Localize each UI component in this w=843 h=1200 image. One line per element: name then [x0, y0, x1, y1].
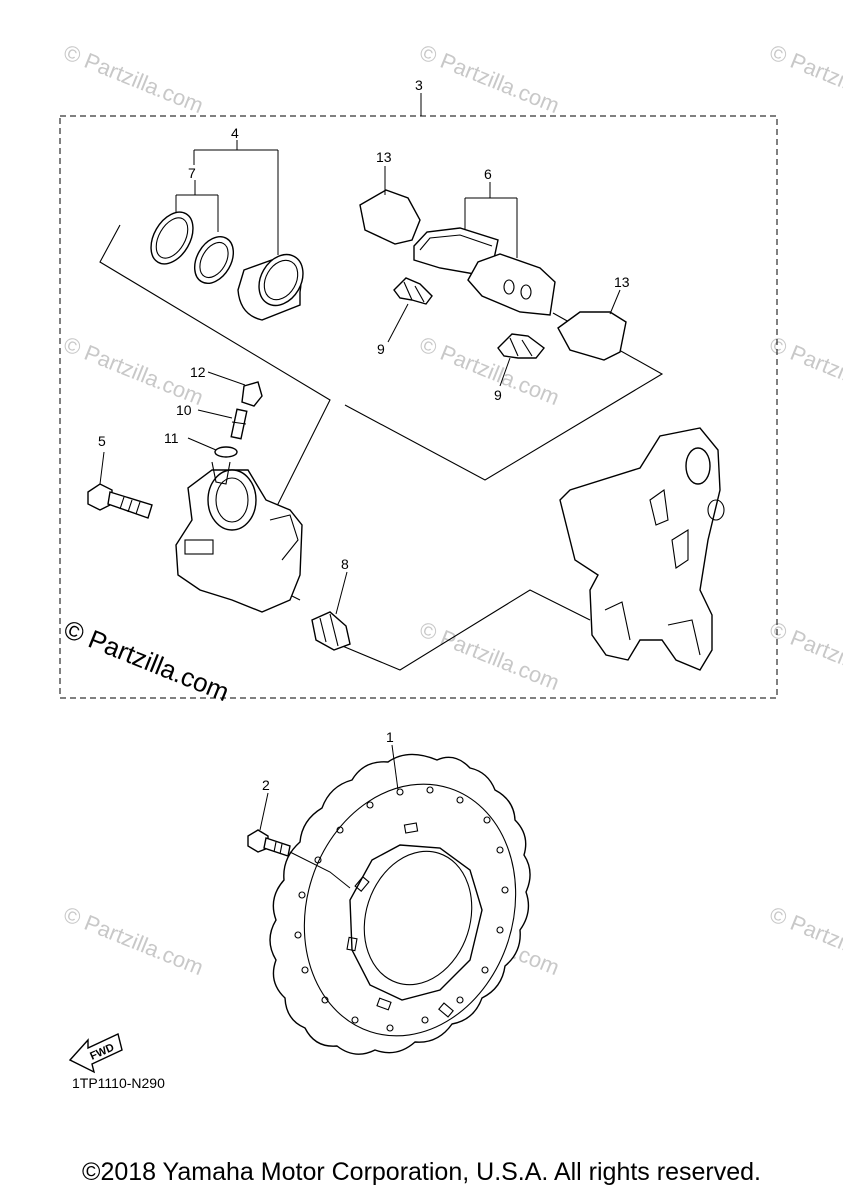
- callout-6: 5: [98, 433, 106, 449]
- brake-disc: [269, 753, 531, 1055]
- watermark: © Partzilla.com: [766, 901, 843, 980]
- callout-13-upper: 13: [376, 149, 392, 165]
- caliper-bracket: [559, 427, 725, 671]
- bracket-8: [464, 182, 518, 258]
- watermark: © Partzilla.com: [766, 39, 843, 118]
- caliper-bolt: [87, 483, 153, 519]
- watermark: © Partzilla.com: [766, 616, 843, 695]
- pad-shim-lower: [557, 311, 627, 361]
- watermark: © Partzilla.com: [766, 331, 843, 410]
- callout-11: 12: [190, 364, 206, 380]
- brake-pad-outer: [467, 253, 556, 316]
- callout-1: 1: [386, 729, 394, 745]
- pad-spring-a: [393, 277, 433, 305]
- pad-shim-upper: [359, 189, 421, 245]
- bleed-screw: [230, 408, 248, 440]
- watermark: © Partzilla.com: [60, 901, 207, 980]
- watermark: © Partzilla.com: [416, 39, 563, 118]
- watermark: © Partzilla.com: [60, 331, 207, 410]
- callout-12: 11: [164, 430, 179, 446]
- caliper-piston: [237, 253, 304, 321]
- callout-4: 4: [231, 125, 239, 141]
- copyright-notice: ©2018 Yamaha Motor Corporation, U.S.A. A…: [82, 1158, 761, 1186]
- callout-10: 10: [176, 402, 192, 418]
- callout-8: 6: [484, 166, 492, 182]
- piston-seal-a: [150, 211, 194, 265]
- callout-9-right: 9: [494, 387, 502, 403]
- callout-7: 8: [341, 556, 349, 572]
- drawing-code: 1TP1110-N290: [72, 1075, 165, 1091]
- watermark: © Partzilla.com: [60, 39, 207, 118]
- watermark: © Partzilla.com: [416, 616, 563, 695]
- callout-13-lower: 13: [614, 274, 630, 290]
- bleed-screw-cap: [241, 381, 263, 407]
- pad-spring-b: [497, 333, 545, 359]
- explode-lines: [99, 224, 664, 671]
- callout-5: 7: [188, 165, 196, 181]
- slide-pin-boot: [311, 611, 351, 651]
- disc-bolt: [247, 829, 291, 857]
- callout-9-left: 9: [377, 341, 385, 357]
- callout-3: 3: [415, 77, 423, 93]
- watermark-large: © Partzilla.com: [60, 614, 234, 707]
- dust-seal: [193, 236, 235, 284]
- caliper-body: [175, 461, 303, 613]
- bracket-4-5: [175, 140, 279, 255]
- watermark: © Partzilla.com: [416, 331, 563, 410]
- bleed-gasket: [214, 446, 238, 458]
- callout-2: 2: [262, 777, 270, 793]
- fwd-arrow-icon: FWD: [68, 1033, 123, 1074]
